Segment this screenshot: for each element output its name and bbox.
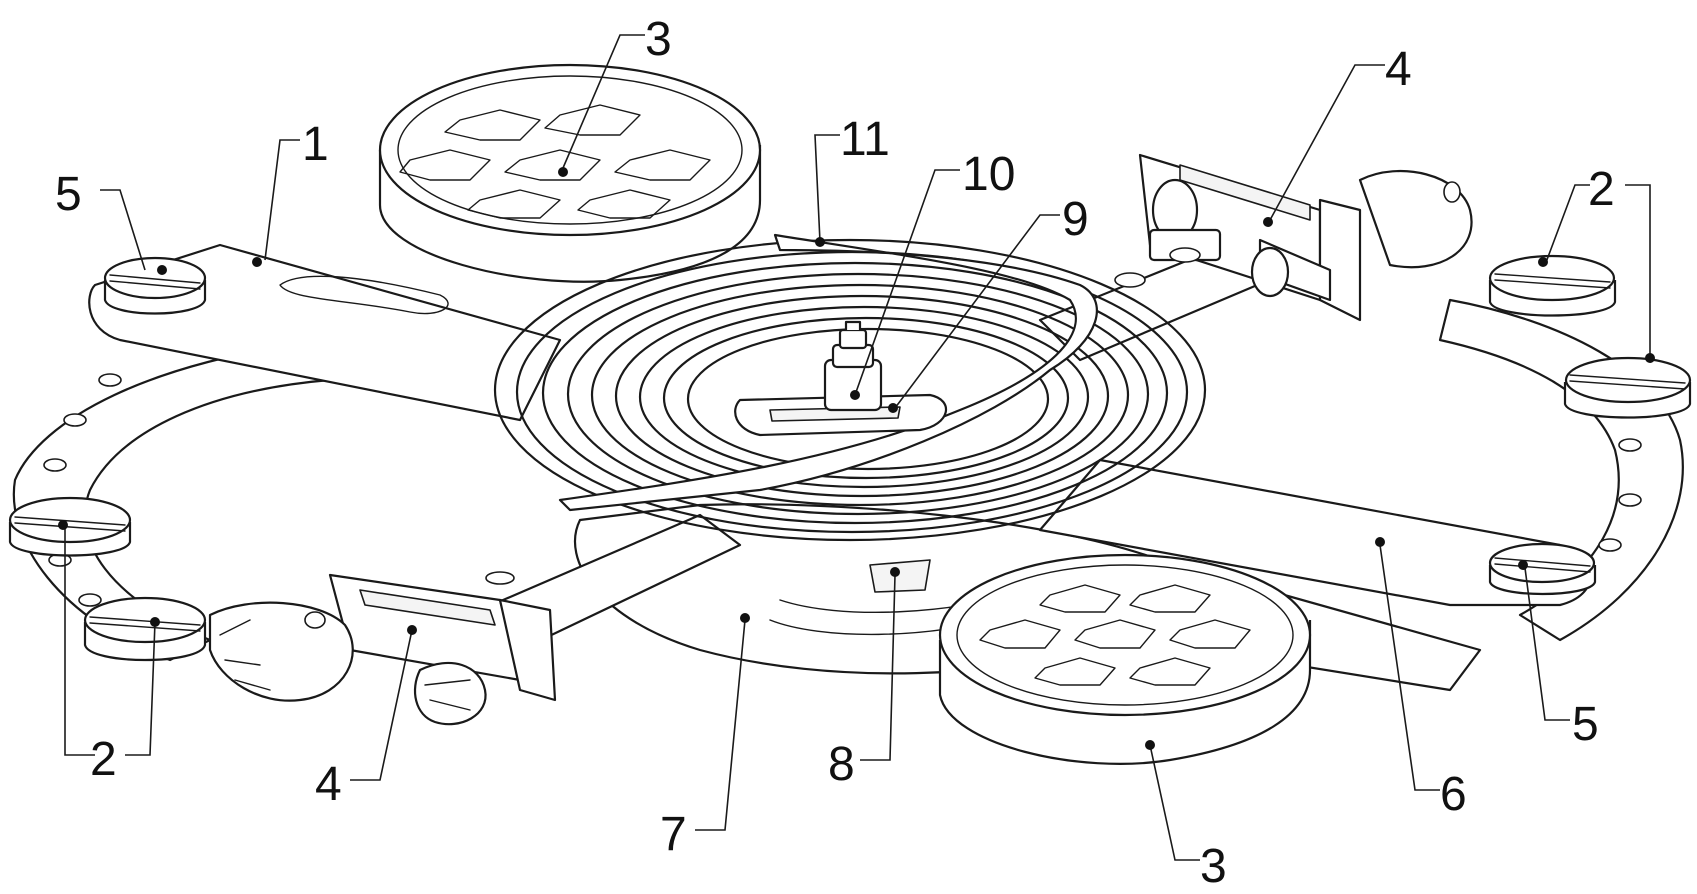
callout-5-upper-left: 5: [55, 168, 82, 221]
honeycomb-weight-upper: [380, 65, 760, 282]
callout-3-lower: 3: [1200, 840, 1227, 893]
callout-9: 9: [1062, 193, 1089, 246]
callout-10: 10: [962, 148, 1015, 201]
screw-2-left-upper: [10, 498, 130, 556]
callout-2-upper-right: 2: [1588, 163, 1615, 216]
screw-2-right-upper: [1490, 256, 1615, 316]
callout-1: 1: [302, 118, 329, 171]
callout-5-lower-right: 5: [1572, 698, 1599, 751]
callout-4-lower-left: 4: [315, 758, 342, 811]
callout-6: 6: [1440, 768, 1467, 821]
callout-4-upper-right: 4: [1385, 43, 1412, 96]
callout-3-upper: 3: [645, 13, 672, 66]
center-hub: [735, 322, 946, 435]
callout-8: 8: [828, 738, 855, 791]
callout-2-lower-left: 2: [90, 733, 117, 786]
callout-7: 7: [660, 808, 687, 861]
adjuster-lower-left: [210, 572, 555, 724]
callout-11: 11: [840, 113, 890, 166]
screw-5-lower-right: [1490, 544, 1595, 594]
screw-2-left-lower: [85, 598, 205, 660]
honeycomb-weight-lower: [940, 555, 1310, 764]
screw-5-upper-left: [105, 258, 205, 314]
screw-2-right-lower: [1565, 358, 1690, 418]
